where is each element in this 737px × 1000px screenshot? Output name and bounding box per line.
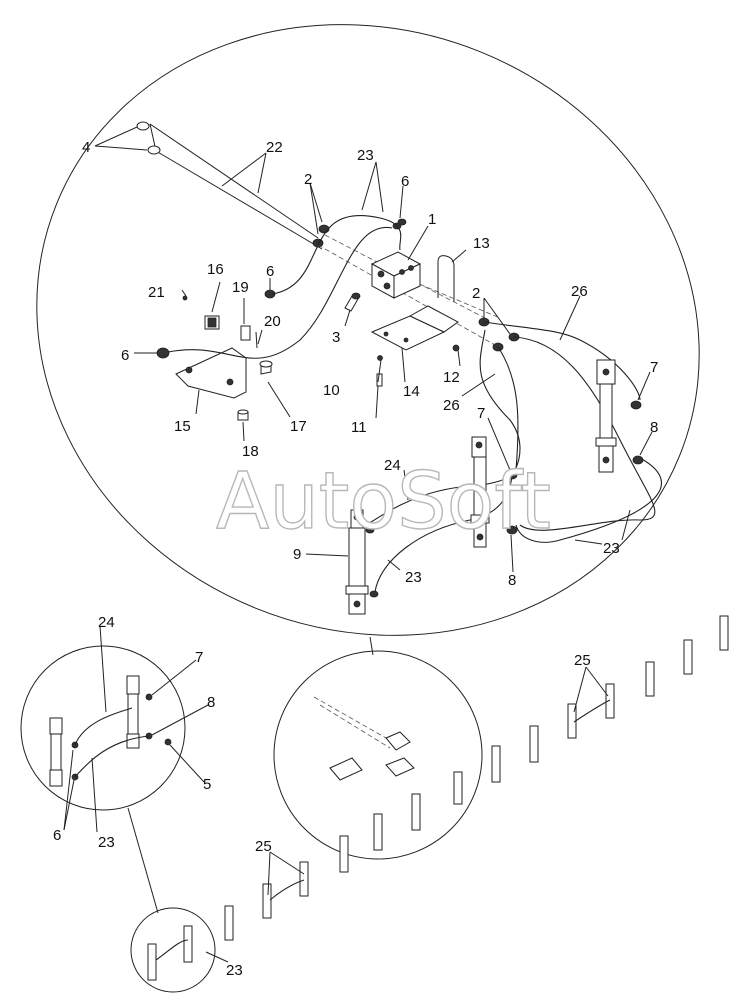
pin-part xyxy=(344,292,361,312)
callout-25: 25 xyxy=(255,838,272,855)
u-bolt xyxy=(437,255,455,302)
callout-20: 20 xyxy=(264,313,281,330)
mounting-plate xyxy=(370,305,460,352)
callout-23: 23 xyxy=(603,540,620,557)
callout-15: 15 xyxy=(174,418,191,435)
callout-23: 23 xyxy=(405,569,422,586)
callout-16: 16 xyxy=(207,261,224,278)
callout-4: 4 xyxy=(82,139,90,156)
callout-12: 12 xyxy=(443,369,460,386)
rod-assembly xyxy=(136,121,330,250)
small-detail-circle xyxy=(130,907,216,993)
callout-8: 8 xyxy=(508,572,516,589)
callout-8: 8 xyxy=(650,419,658,436)
callout-19: 19 xyxy=(232,279,249,296)
callout-1: 1 xyxy=(428,211,436,228)
left-detail-cylinders xyxy=(49,675,172,787)
right-fittings xyxy=(478,317,520,352)
callout-25: 25 xyxy=(574,652,591,669)
callout-24: 24 xyxy=(98,614,115,631)
left-detail-leaders xyxy=(63,625,209,833)
cylinder-row xyxy=(224,615,729,941)
callout-7: 7 xyxy=(195,649,203,666)
hydraulic-cylinder-mid xyxy=(470,436,518,548)
left-to-small-circle-leader xyxy=(127,807,159,914)
callout-3: 3 xyxy=(332,329,340,346)
callout-7: 7 xyxy=(650,359,658,376)
main-leader-line xyxy=(369,636,374,656)
overview-assembly xyxy=(313,696,463,873)
small-circle-leader-23 xyxy=(205,951,229,963)
callout-6: 6 xyxy=(121,347,129,364)
callout-18: 18 xyxy=(242,443,259,460)
callout-10: 10 xyxy=(323,382,340,399)
callout-6: 6 xyxy=(53,827,61,844)
callout-26: 26 xyxy=(443,397,460,414)
callout-5: 5 xyxy=(203,776,211,793)
main-detail-ellipse xyxy=(36,24,700,636)
callout-21: 21 xyxy=(148,284,165,301)
hydraulic-cylinder-right xyxy=(595,359,644,473)
control-valve-block xyxy=(370,218,422,299)
callout-26: 26 xyxy=(571,283,588,300)
overview-circle xyxy=(273,650,483,860)
callout-14: 14 xyxy=(403,383,420,400)
small-detail-cylinders xyxy=(147,925,193,981)
bracket-assembly xyxy=(156,289,276,421)
callout-11: 11 xyxy=(351,419,367,436)
hoses xyxy=(167,215,662,593)
bolt-part xyxy=(376,373,383,387)
callout-2: 2 xyxy=(304,171,312,188)
callout-2: 2 xyxy=(472,285,480,302)
callout-13: 13 xyxy=(473,235,490,252)
callout-9: 9 xyxy=(293,546,301,563)
washer-part xyxy=(377,355,383,361)
callout-23: 23 xyxy=(98,834,115,851)
left-detail-circle xyxy=(20,645,186,811)
watermark-text: AutoSoft xyxy=(216,457,551,547)
callout-22: 22 xyxy=(266,139,283,156)
hydraulic-cylinder-9 xyxy=(345,509,379,615)
callout-6: 6 xyxy=(266,263,274,280)
callout-7: 7 xyxy=(477,405,485,422)
callout-23: 23 xyxy=(226,962,243,979)
callout-23: 23 xyxy=(357,147,374,164)
callout-8: 8 xyxy=(207,694,215,711)
cylinder-row-leaders xyxy=(267,666,611,901)
callout-17: 17 xyxy=(290,418,307,435)
leader-lines xyxy=(94,126,653,573)
callout-6: 6 xyxy=(401,173,409,190)
callout-24: 24 xyxy=(384,457,401,474)
